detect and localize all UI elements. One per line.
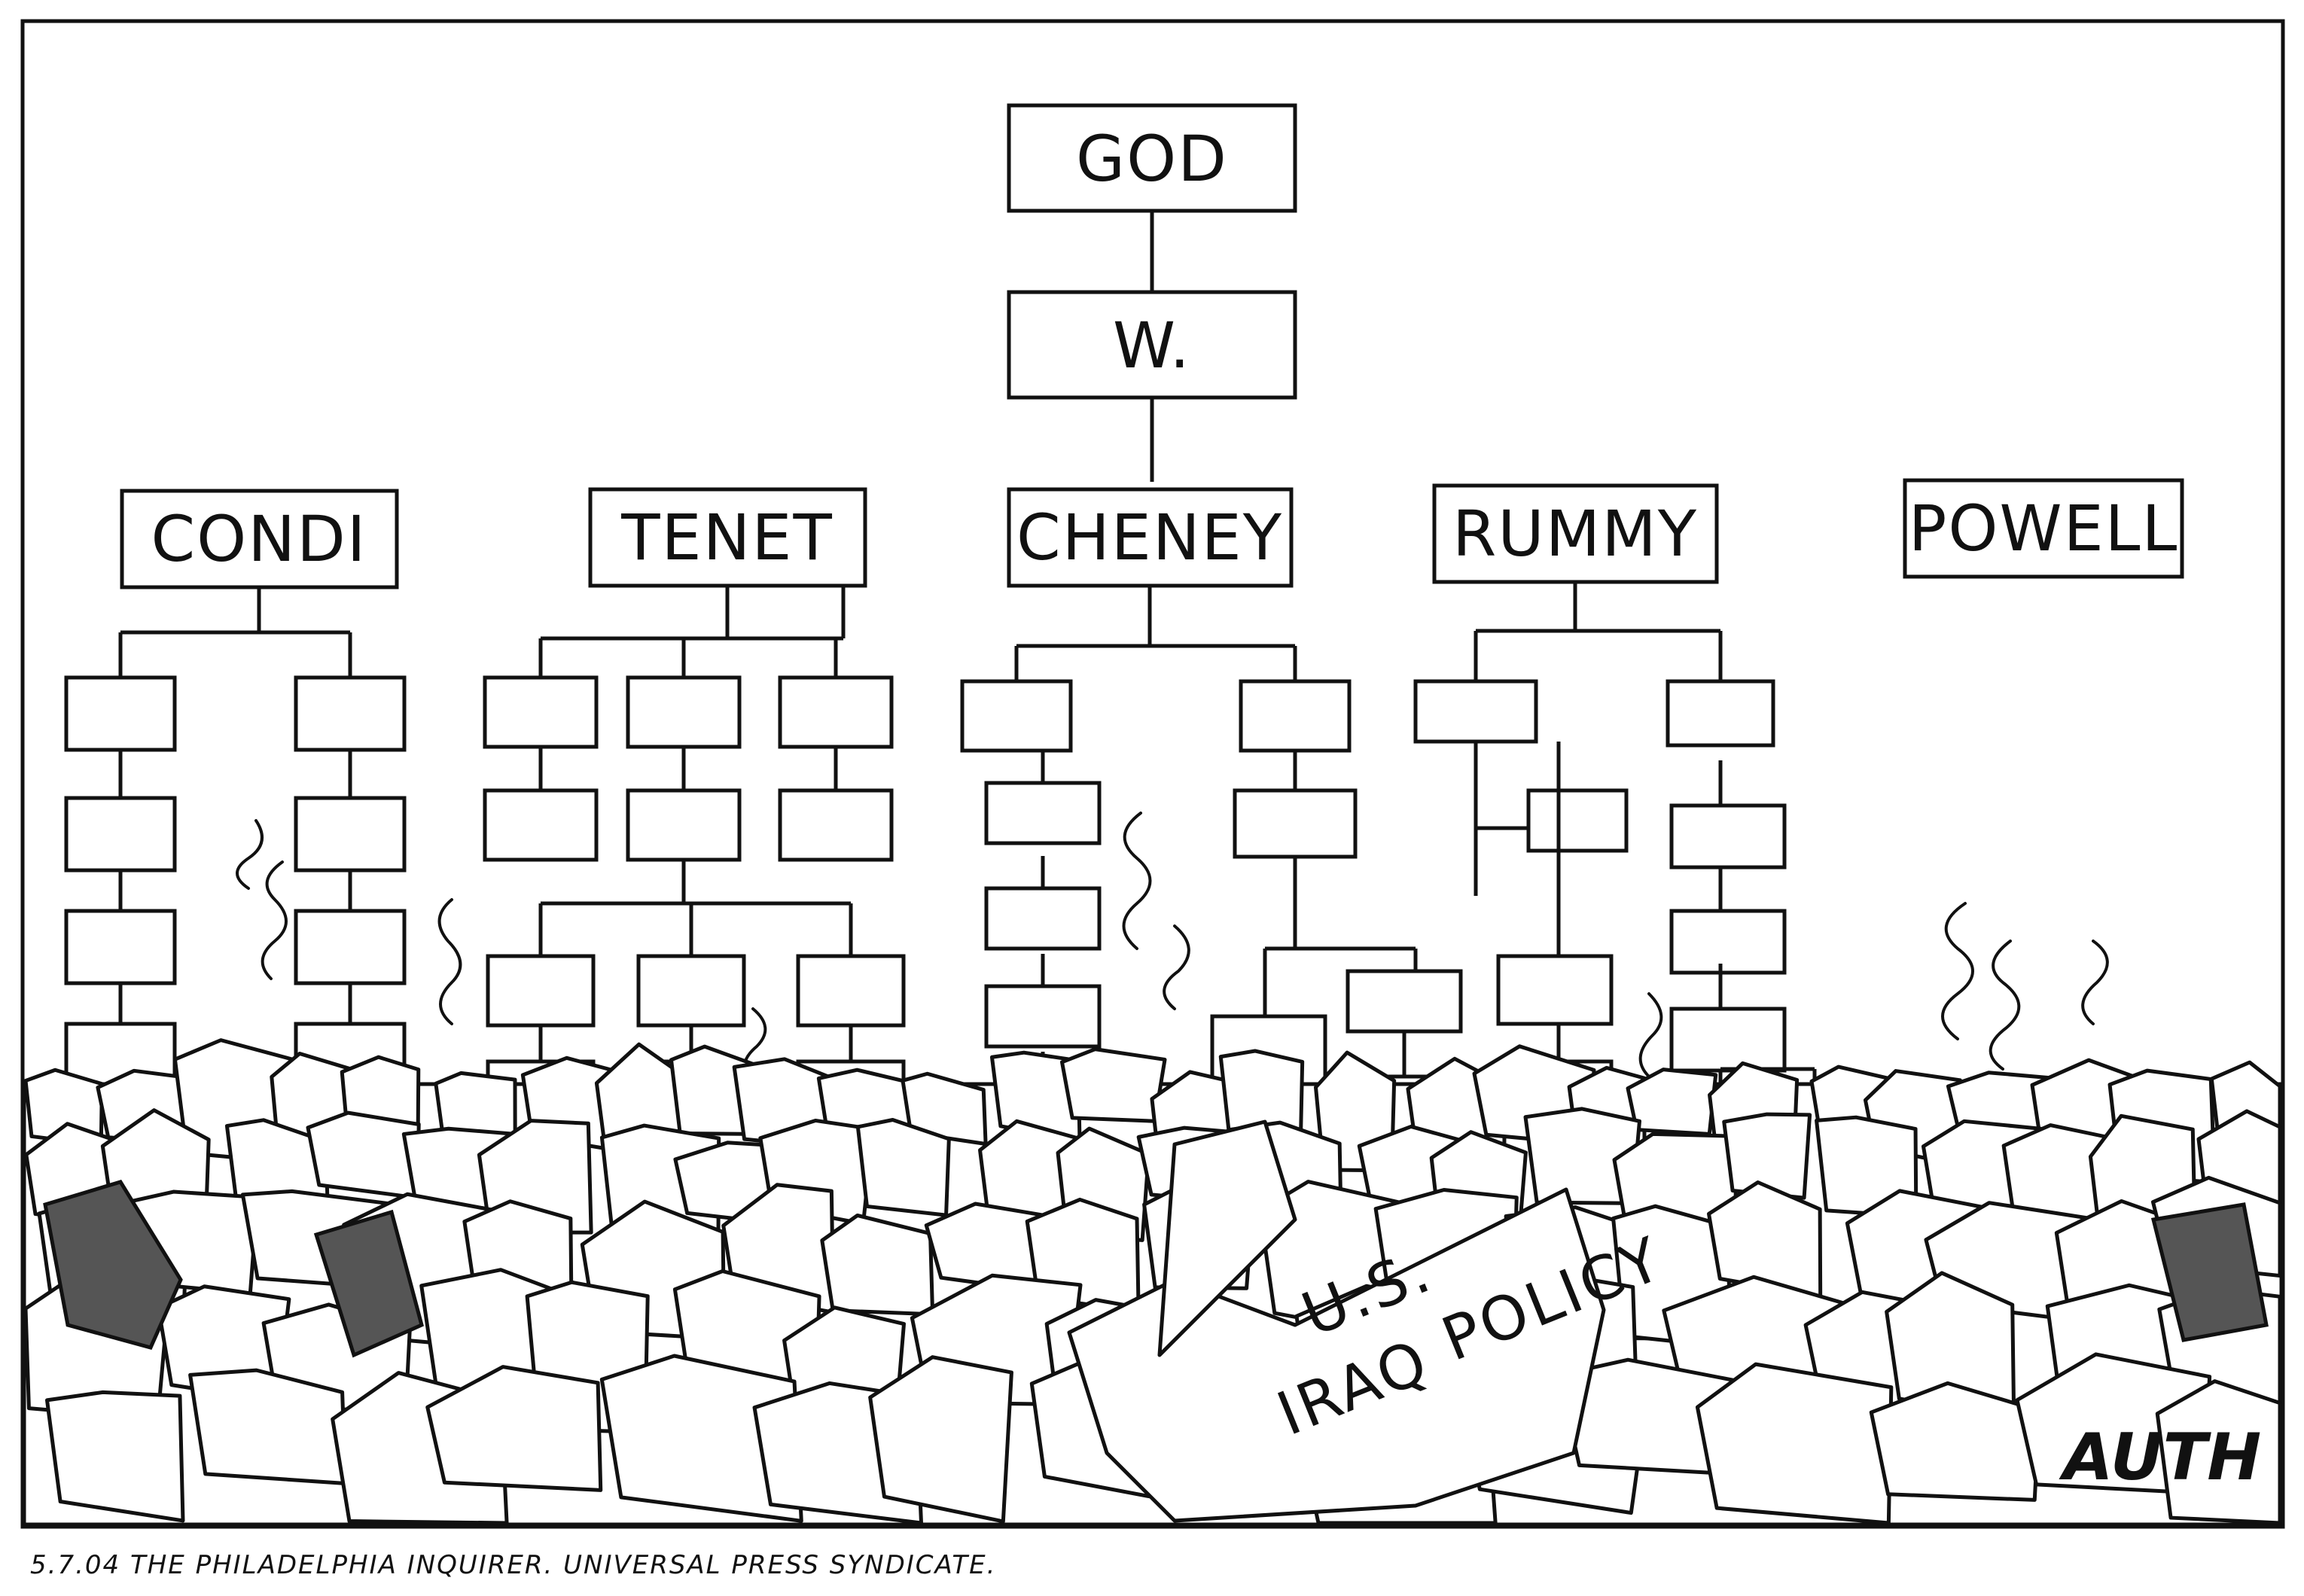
empty-box <box>486 954 596 1028</box>
empty-box <box>796 954 906 1028</box>
department-heads: CONDI TENET CHENEY RUMMY POWELL <box>120 478 2184 589</box>
empty-box <box>1669 1007 1787 1073</box>
empty-box <box>984 781 1102 845</box>
powell-label: POWELL <box>1909 492 2179 565</box>
cheney-label: CHENEY <box>1016 501 1283 574</box>
rummy-label: RUMMY <box>1452 497 1698 571</box>
smoke-wisps <box>236 812 2109 1086</box>
empty-box <box>1526 788 1629 853</box>
w-box <box>1007 290 1297 400</box>
empty-box <box>294 909 407 985</box>
empty-box <box>984 984 1102 1049</box>
empty-box <box>626 788 742 862</box>
empty-box <box>984 886 1102 951</box>
empty-box <box>483 675 599 749</box>
empty-box <box>1413 679 1538 744</box>
rubble-field <box>22 1038 2284 1527</box>
empty-box <box>960 679 1073 753</box>
tenet-label: TENET <box>620 501 834 574</box>
artist-signature: AUTH <box>2059 1420 2261 1495</box>
panel-frame <box>20 19 2285 1529</box>
empty-box <box>778 675 894 749</box>
empty-box <box>626 675 742 749</box>
empty-box <box>64 675 177 752</box>
condi-box <box>120 489 399 589</box>
empty-box <box>483 788 599 862</box>
w-label: W. <box>1113 309 1191 382</box>
credit-line: 5.7.04 THE PHILADELPHIA INQUIRER. UNIVER… <box>30 1550 996 1580</box>
empty-box <box>1666 679 1775 748</box>
empty-box <box>1239 679 1352 753</box>
empty-box <box>778 788 894 862</box>
condi-label: CONDI <box>151 502 367 576</box>
empty-box <box>294 675 407 752</box>
empty-box <box>64 796 177 873</box>
empty-box <box>1669 803 1787 870</box>
empty-box <box>1346 969 1463 1034</box>
empty-box <box>294 796 407 873</box>
empty-box <box>1496 954 1614 1026</box>
empty-box <box>1669 909 1787 975</box>
top-chain: GOD W. <box>1007 103 1297 482</box>
empty-box <box>1233 788 1358 859</box>
rummy-box <box>1432 483 1719 584</box>
powell-box <box>1903 478 2184 579</box>
empty-box <box>636 954 746 1028</box>
empty-box <box>64 909 177 985</box>
god-label: GOD <box>1076 122 1228 196</box>
tenet-box <box>588 487 867 588</box>
